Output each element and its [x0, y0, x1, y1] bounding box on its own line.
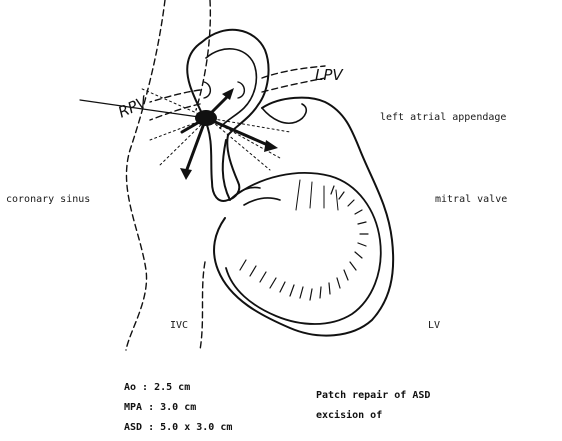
rpv-lower: [150, 104, 200, 120]
procedure-line-1: Patch repair of ASD: [316, 391, 430, 401]
appendage-curl: [262, 104, 306, 123]
ao-measurement: Ao : 2.5 cm: [124, 383, 190, 393]
svc-outline-left: [126, 0, 165, 350]
asd-measurement: ASD : 5.0 x 3.0 cm: [124, 423, 232, 433]
septal-wall: [223, 140, 230, 200]
myocardium-hatching: [240, 186, 368, 300]
ventricle-inner: [226, 173, 381, 324]
arrow-right: [206, 118, 270, 146]
atrium-mark-left: [204, 82, 210, 98]
arrow-head-down-left: [180, 168, 192, 180]
asd-marker: [195, 110, 217, 126]
arrow-down-left: [186, 118, 206, 172]
ivc-label: IVC: [170, 321, 188, 331]
papillary-lines: [296, 180, 338, 210]
procedure-line-2: excision of: [316, 411, 382, 421]
arrow-head-right: [264, 140, 278, 152]
coronary-sinus-label: coronary sinus: [6, 195, 90, 205]
mpa-measurement: MPA : 3.0 cm: [124, 403, 196, 413]
radiating-lines: [140, 88, 290, 170]
ivc-outline: [200, 262, 205, 350]
lv-label: LV: [428, 321, 440, 331]
left-atrial-appendage-label: left atrial appendage: [380, 113, 506, 123]
lpv-label: LPV: [315, 68, 343, 83]
atrium-mark-right: [238, 82, 244, 98]
mitral-valve-label: mitral valve: [435, 195, 507, 205]
svc-outline-right: [196, 0, 210, 110]
